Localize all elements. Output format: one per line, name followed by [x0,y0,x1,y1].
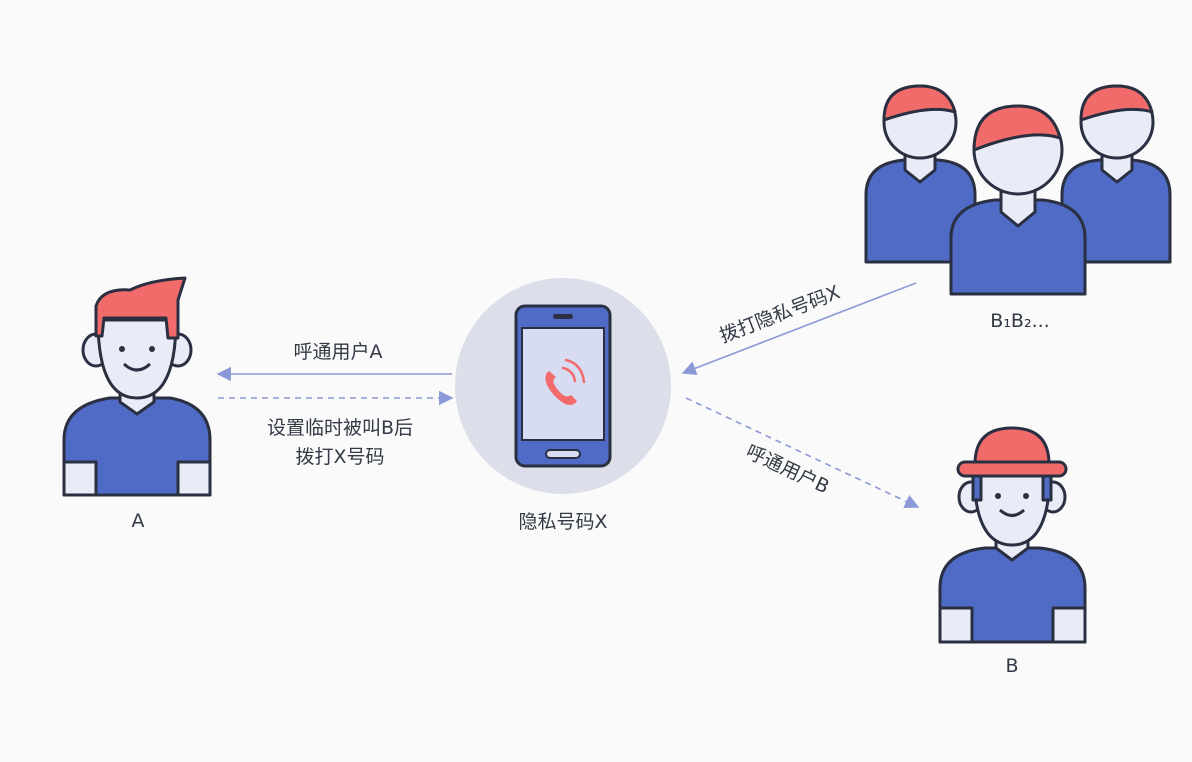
phone-call-icon [455,278,671,494]
group-people-icon [864,84,1172,296]
phone-label: 隐私号码X [518,511,607,533]
label-call-user-b: 呼通用户B [743,441,833,499]
person-b-icon [938,426,1087,644]
arrow-call-user-b [685,397,920,509]
person-b-label: B [1005,655,1018,677]
label-call-user-a: 呼通用户A [294,341,383,363]
label-setup-line2: 拨打X号码 [295,446,384,468]
person-a-icon [62,276,212,497]
group-b-label: B₁B₂... [990,310,1049,332]
label-setup-line1: 设置临时被叫B后 [267,417,413,439]
person-a-label: A [132,510,145,532]
arrow-dial-private-number [681,282,917,376]
label-dial-private-number: 拨打隐私号码X [717,281,843,347]
